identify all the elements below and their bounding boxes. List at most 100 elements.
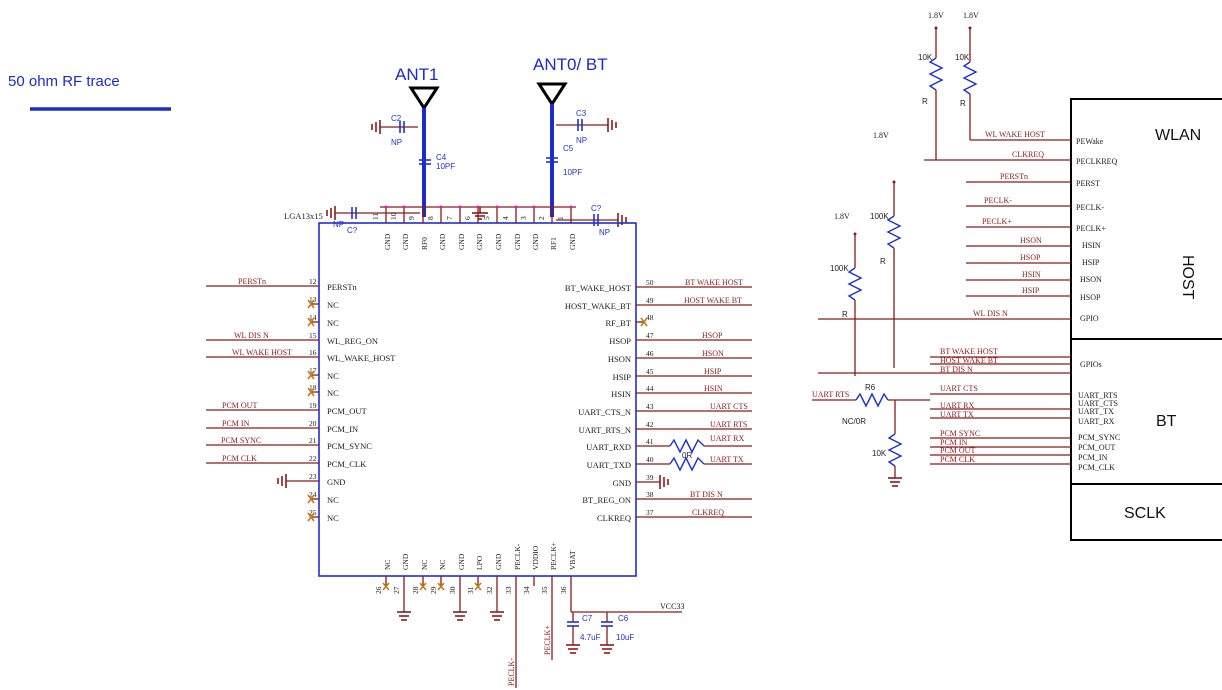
svg-text:44: 44 <box>646 384 654 393</box>
svg-text:7: 7 <box>445 216 454 220</box>
ground-icon <box>277 474 287 488</box>
ground-icon <box>453 611 467 621</box>
c7b-ref: C? <box>591 204 602 213</box>
svg-text:21: 21 <box>309 436 317 445</box>
svg-text:45: 45 <box>646 367 654 376</box>
svg-text:10K: 10K <box>955 53 970 62</box>
svg-text:10K: 10K <box>918 53 933 62</box>
svg-text:10K: 10K <box>872 449 887 458</box>
svg-text:R: R <box>842 310 848 319</box>
svg-text:UART_RX: UART_RX <box>1078 417 1115 426</box>
svg-text:PCM SYNC: PCM SYNC <box>221 436 261 445</box>
svg-text:5: 5 <box>482 216 491 220</box>
c3-ref: C3 <box>576 109 587 118</box>
resistor-icon <box>886 215 902 249</box>
c7a-ref: C? <box>347 226 358 235</box>
svg-text:GND: GND <box>513 233 522 250</box>
svg-text:50: 50 <box>646 278 654 287</box>
svg-text:NC: NC <box>327 388 339 398</box>
svg-text:24: 24 <box>309 490 317 499</box>
ground-icon <box>659 475 669 489</box>
svg-text:HSIN: HSIN <box>1022 270 1041 279</box>
c5-value: 10PF <box>563 168 582 177</box>
svg-text:PCM OUT: PCM OUT <box>222 401 257 410</box>
svg-text:BT DIS N: BT DIS N <box>940 365 973 374</box>
svg-text:NC: NC <box>438 560 447 570</box>
svg-text:GND: GND <box>327 477 345 487</box>
svg-text:1.8V: 1.8V <box>963 11 979 20</box>
svg-text:11: 11 <box>371 213 380 220</box>
no-connect-icon <box>307 494 315 504</box>
ground-icon <box>490 611 504 621</box>
svg-text:41: 41 <box>646 437 654 446</box>
svg-text:33: 33 <box>504 586 513 594</box>
no-connect-icon <box>640 317 648 327</box>
svg-text:43: 43 <box>646 402 654 411</box>
svg-text:CLKREQ: CLKREQ <box>692 508 724 517</box>
svg-text:GND: GND <box>531 233 540 250</box>
svg-text:PCM_SYNC: PCM_SYNC <box>327 441 372 451</box>
ground-icon <box>397 611 411 621</box>
no-connect-icon <box>307 370 315 380</box>
svg-text:UART CTS: UART CTS <box>940 384 978 393</box>
svg-text:WL WAKE HOST: WL WAKE HOST <box>985 130 1045 139</box>
svg-text:PCM IN: PCM IN <box>222 419 250 428</box>
c6-value: 10uF <box>616 633 634 642</box>
c7-value: 4.7uF <box>580 633 601 642</box>
svg-text:3: 3 <box>519 216 528 220</box>
no-connect-icon <box>419 582 427 591</box>
svg-text:PERSTn: PERSTn <box>238 277 266 286</box>
svg-text:UART CTS: UART CTS <box>710 402 748 411</box>
svg-text:NC: NC <box>327 371 339 381</box>
resistor-icon <box>887 433 903 467</box>
svg-text:1: 1 <box>556 216 565 220</box>
svg-text:PERSTn: PERSTn <box>327 282 358 292</box>
svg-text:R: R <box>960 99 966 108</box>
c7b-value: NP <box>599 228 610 237</box>
svg-text:48: 48 <box>646 313 654 322</box>
svg-text:6: 6 <box>463 216 472 220</box>
svg-text:UART RTS: UART RTS <box>710 420 747 429</box>
svg-text:WL_REG_ON: WL_REG_ON <box>327 336 378 346</box>
host-label: HOST <box>1179 255 1196 300</box>
svg-text:30: 30 <box>448 586 457 594</box>
svg-text:37: 37 <box>646 508 654 517</box>
svg-text:PECLKREQ: PECLKREQ <box>1076 157 1118 166</box>
svg-text:GPIO: GPIO <box>1080 314 1099 323</box>
svg-text:27: 27 <box>392 586 401 594</box>
svg-text:PCM OUT: PCM OUT <box>940 446 975 455</box>
rf-trace-label: 50 ohm RF trace <box>8 73 120 90</box>
svg-text:PECLK+: PECLK+ <box>549 542 558 570</box>
svg-text:HSON: HSON <box>702 349 724 358</box>
svg-text:UART TX: UART TX <box>710 455 744 464</box>
svg-text:HOST WAKE BT: HOST WAKE BT <box>940 356 998 365</box>
svg-text:UART_CTS_N: UART_CTS_N <box>578 407 631 417</box>
svg-text:HSOP: HSOP <box>1080 293 1101 302</box>
svg-text:PECLK-: PECLK- <box>1076 203 1104 212</box>
svg-text:HSIP: HSIP <box>1022 286 1040 295</box>
svg-text:PECLK-: PECLK- <box>513 543 522 570</box>
ground-icon <box>371 120 381 134</box>
